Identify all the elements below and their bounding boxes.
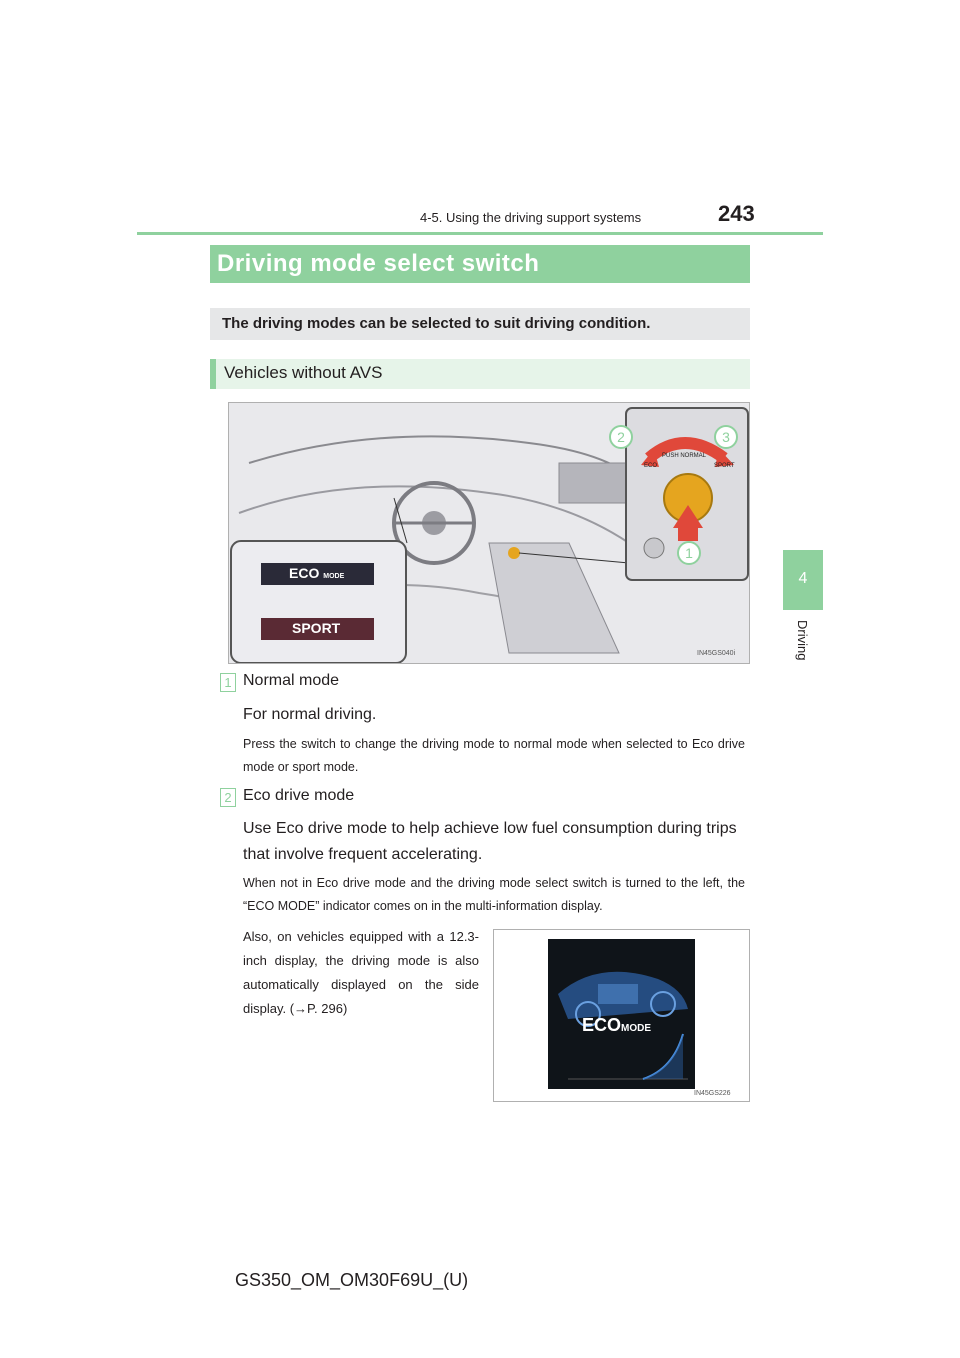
switch-eco-label: ECO [644, 463, 658, 469]
intro-text: The driving modes can be selected to sui… [222, 315, 651, 332]
chapter-label: Driving [795, 620, 810, 661]
switch-push-label: PUSH NORMAL [662, 453, 707, 459]
subheading-bar [210, 359, 750, 389]
eco-indicator-mode: MODE [323, 573, 345, 580]
item-head-2: Eco drive mode [243, 787, 355, 804]
callout-1: 1 [677, 541, 701, 565]
callout-2: 2 [609, 425, 633, 449]
switch-sport-label: SPORT [714, 463, 735, 469]
item-body-1: For normal driving. [243, 706, 377, 723]
eco-indicator-text: ECO [289, 565, 320, 581]
document-code: GS350_OM_OM30F69U_(U) [235, 1270, 469, 1290]
item-number-2: 2 [220, 788, 236, 807]
page-number: 243 [718, 201, 755, 226]
item-head-1: Normal mode [243, 672, 340, 689]
item-note-2: When not in Eco drive mode and the drivi… [243, 876, 745, 913]
sport-indicator: SPORT [292, 620, 341, 636]
title-bar [210, 245, 750, 283]
callout-3: 3 [714, 425, 738, 449]
side-display-eco-text: ECO [582, 1015, 622, 1035]
side-display-drawing [548, 939, 695, 1089]
cockpit-illustration: 2 3 1 PUSH NORMAL ECO SPORT ECO MODE SPO… [228, 402, 750, 664]
chapter-number: 4 [798, 570, 808, 587]
item-body-2: Use Eco drive mode to help achieve low f… [243, 820, 737, 863]
item-note-1: Press the switch to change the driving m… [243, 737, 745, 774]
side-display-eco: ECOMODE [582, 1015, 651, 1036]
cockpit-drawing [229, 403, 749, 663]
side-display-mode-text: MODE [621, 1023, 652, 1034]
side-display-illustration: ECOMODE IN45GS226 [493, 929, 750, 1102]
eco-indicator: ECO MODE [289, 565, 344, 581]
page-title: Driving mode select switch [217, 250, 540, 277]
section-title: 4-5. Using the driving support systems [420, 210, 642, 225]
header-rule [137, 232, 823, 235]
intro-bar [210, 308, 750, 340]
figure1-code: IN45GS040i [697, 650, 736, 657]
item-number-1: 1 [220, 673, 236, 692]
subheading: Vehicles without AVS [224, 363, 383, 382]
chapter-tab [783, 550, 823, 610]
figure2-code: IN45GS226 [694, 1090, 731, 1097]
also-text: Also, on vehicles equipped with a 12.3-i… [243, 929, 479, 1016]
side-display-screen [548, 939, 695, 1089]
